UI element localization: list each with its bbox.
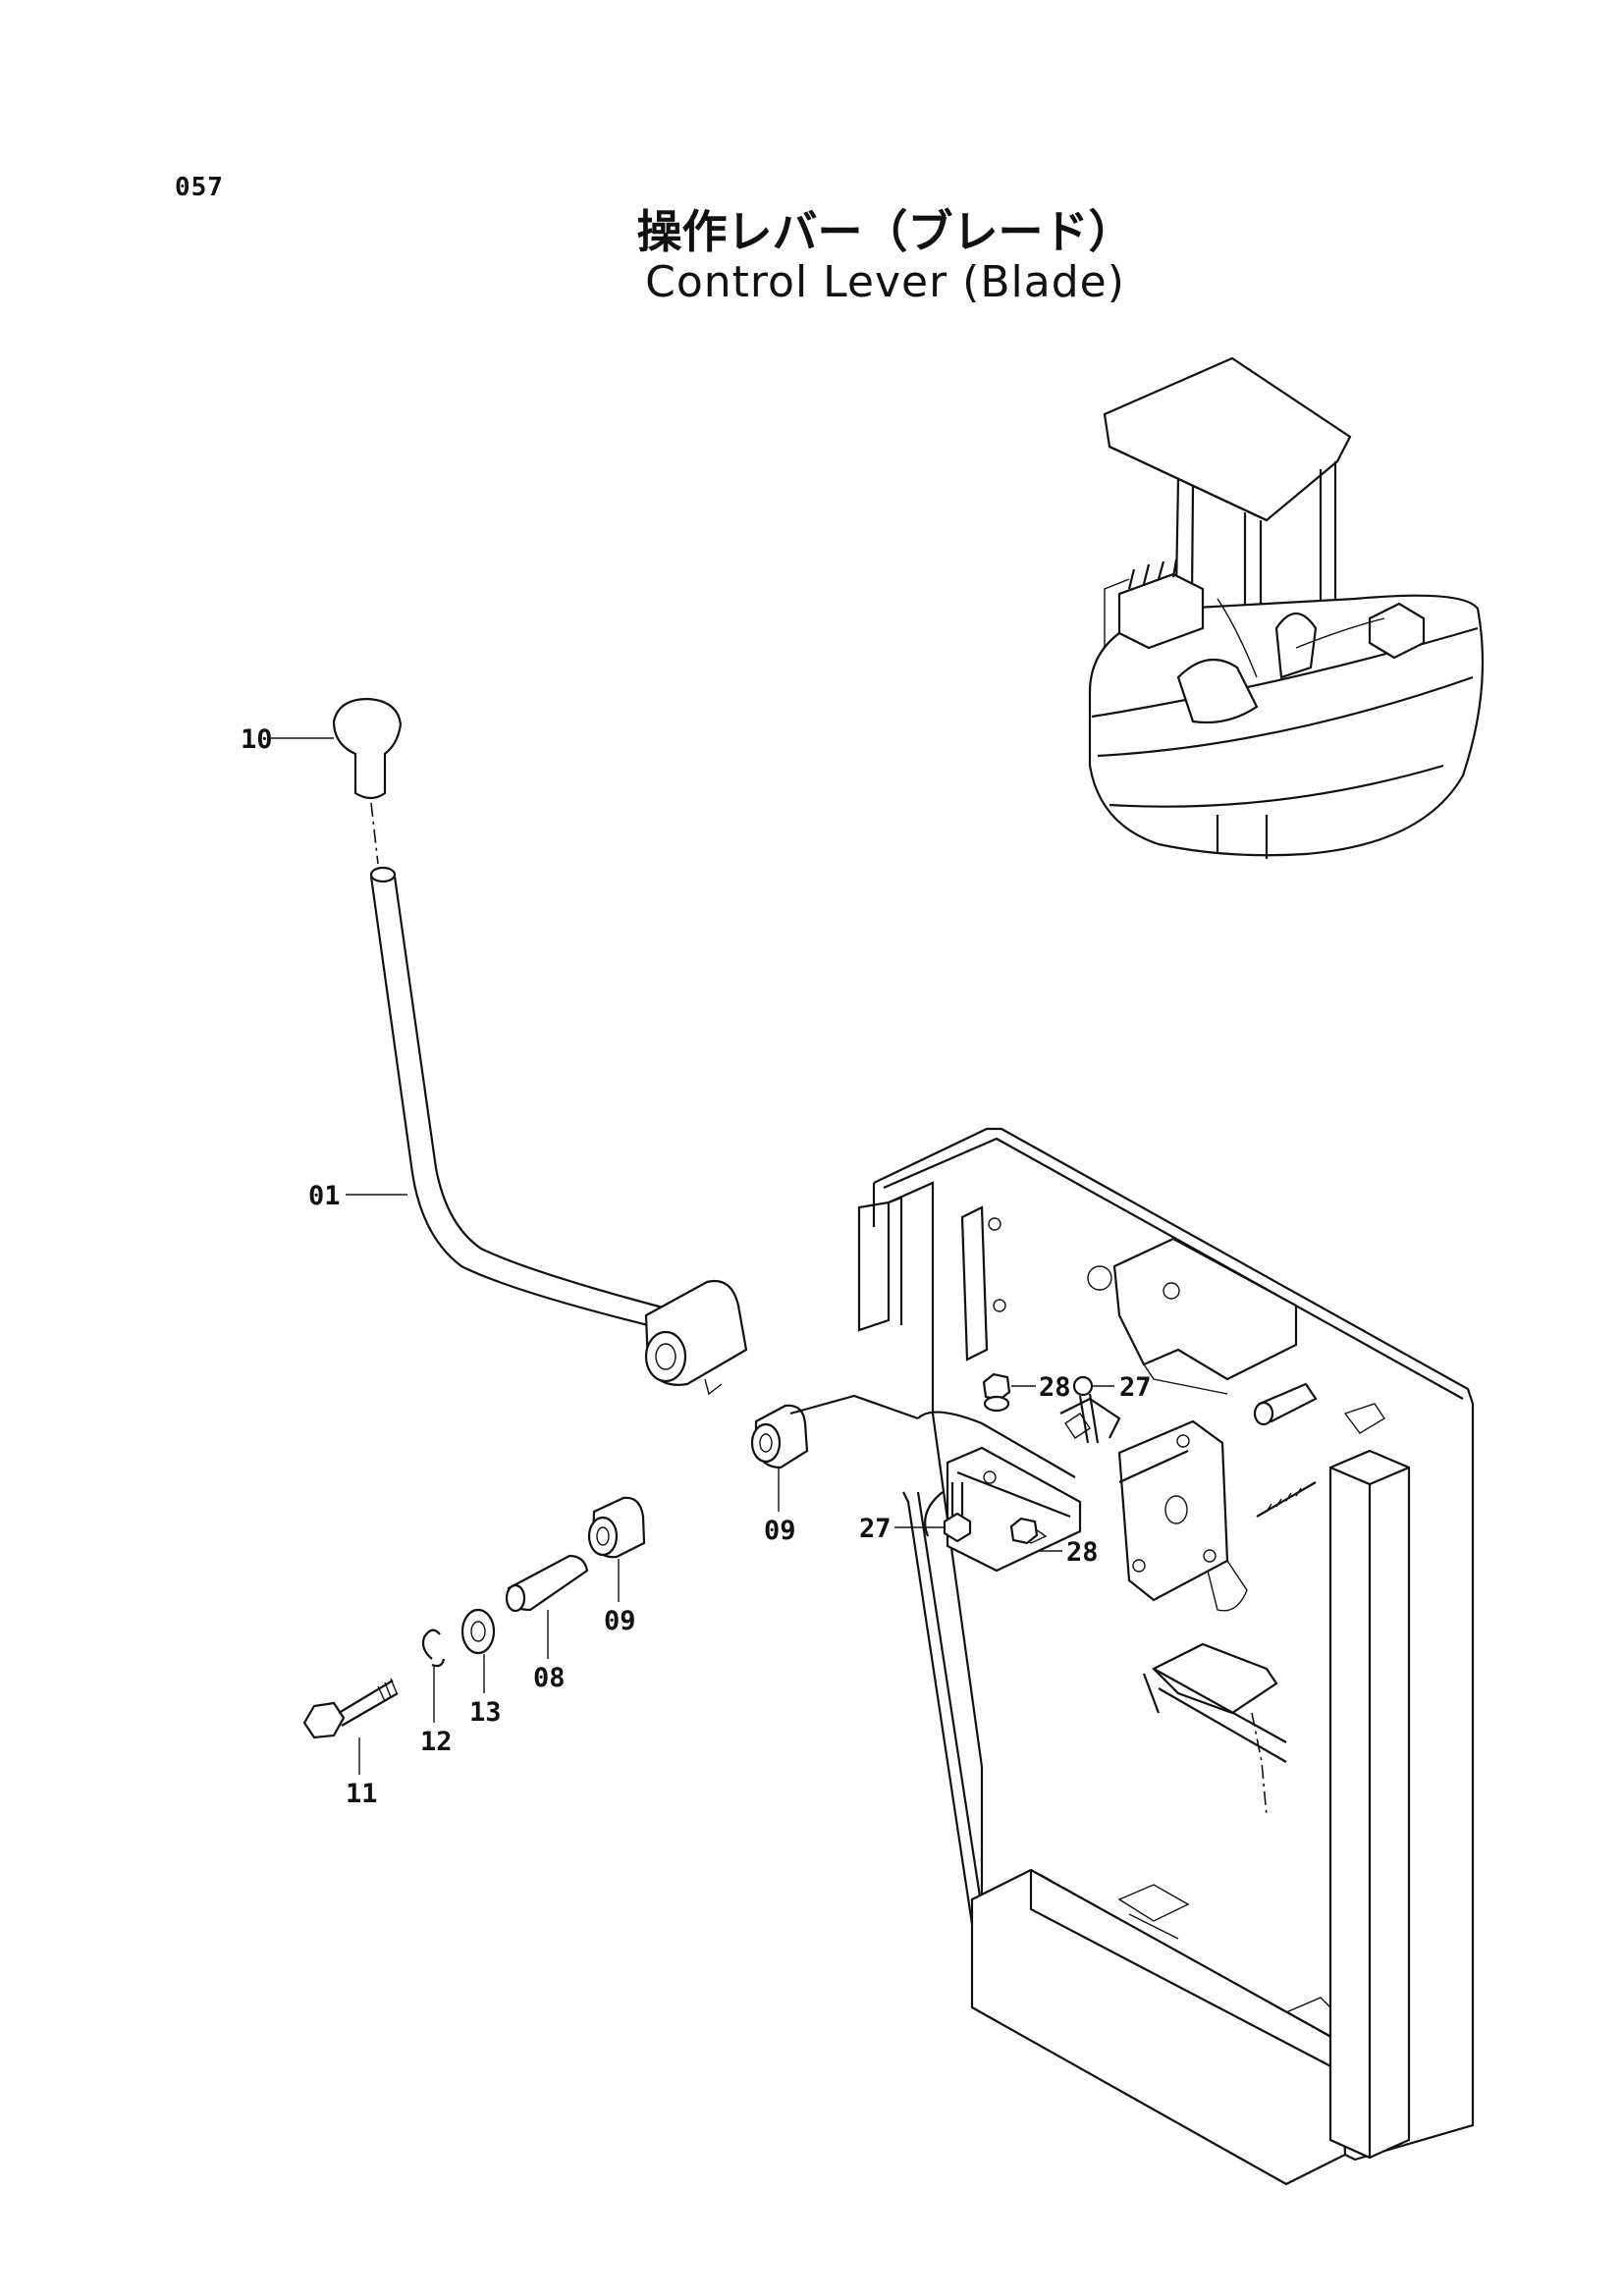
page-number: 057 bbox=[175, 173, 224, 202]
control-panel-housing bbox=[857, 1127, 1475, 2186]
bolt-part-27-upper bbox=[1072, 1375, 1100, 1444]
callout-label-27-upper: 27 bbox=[1119, 1372, 1152, 1403]
knob-part-10 bbox=[332, 697, 403, 865]
bolt-part-27-lower bbox=[943, 1482, 972, 1543]
callout-label-11: 11 bbox=[346, 1779, 378, 1809]
callout-label-09-lower: 09 bbox=[604, 1606, 636, 1636]
callout-label-13: 13 bbox=[469, 1697, 502, 1728]
callout-label-08: 08 bbox=[533, 1663, 566, 1693]
callout-label-28-lower: 28 bbox=[1066, 1537, 1099, 1568]
page-title-english: Control Lever (Blade) bbox=[645, 257, 1125, 307]
page-title-japanese: 操作レバー（ブレード） bbox=[636, 205, 1134, 258]
callout-label-10: 10 bbox=[241, 724, 273, 755]
callout-label-28-upper: 28 bbox=[1039, 1372, 1071, 1403]
nut-part-28-lower bbox=[1009, 1517, 1039, 1545]
washer-part-13 bbox=[460, 1608, 496, 1655]
lever-part-01 bbox=[369, 866, 748, 1396]
callout-label-12: 12 bbox=[420, 1727, 453, 1757]
nut-part-28-upper bbox=[982, 1372, 1011, 1413]
bushing-part-09-upper bbox=[750, 1394, 919, 1469]
bushing-part-08 bbox=[505, 1554, 589, 1613]
leader-lines bbox=[271, 737, 1114, 1775]
bolt-part-11 bbox=[302, 1678, 399, 1739]
snap-ring-part-12 bbox=[421, 1629, 446, 1668]
machine-overview-illustration bbox=[1088, 356, 1485, 859]
callout-label-01: 01 bbox=[308, 1181, 341, 1211]
bushing-part-09-lower bbox=[587, 1496, 646, 1559]
callout-label-09-upper: 09 bbox=[764, 1516, 796, 1546]
callout-label-27-lower: 27 bbox=[859, 1514, 892, 1544]
